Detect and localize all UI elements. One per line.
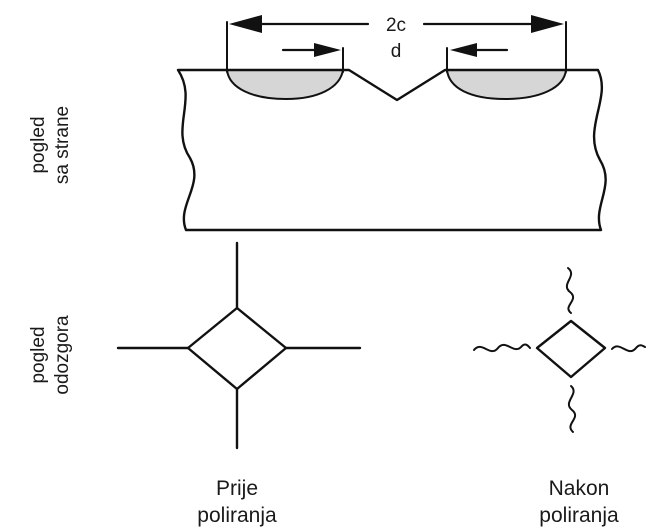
caption-before-line2: poliranja — [197, 504, 277, 527]
arrowhead-2c-right — [531, 15, 564, 33]
side-view-label-line2: sa strane — [52, 106, 73, 184]
arrowhead-2c-left — [229, 15, 262, 33]
indent-diamond — [186, 306, 288, 391]
caption-after-line2: poliranja — [539, 504, 619, 527]
top-view-label-line1: pogled — [28, 326, 49, 383]
right-crack-zone — [445, 69, 568, 101]
wavy-crack-right — [611, 344, 646, 353]
caption-before-line1: Prije — [216, 477, 258, 500]
indent-after-polishing — [473, 267, 646, 433]
side-view-label: pogled sa strane — [28, 106, 73, 184]
indent-before-polishing — [116, 241, 362, 450]
specimen-outline — [176, 68, 607, 232]
left-crack-zone — [225, 69, 345, 101]
arrowhead-d-right — [450, 43, 477, 57]
wavy-crack-down — [567, 385, 577, 433]
caption-before: Prije poliranja — [197, 477, 277, 527]
top-view-label-line2: odozgora — [52, 315, 73, 395]
caption-after: Nakon poliranja — [539, 477, 619, 527]
caption-after-line1: Nakon — [549, 477, 610, 500]
side-view-label-line1: pogled — [28, 116, 49, 173]
arrowhead-d-left — [314, 43, 341, 57]
indent-diamond-small — [535, 319, 607, 379]
top-view-label: pogled odozgora — [28, 315, 73, 395]
wavy-crack-left — [473, 343, 531, 353]
dim-2c-label: 2c — [386, 15, 406, 36]
wavy-crack-up — [565, 267, 575, 314]
dim-d-label: d — [391, 41, 402, 62]
side-view-specimen: 2c d — [176, 15, 607, 232]
